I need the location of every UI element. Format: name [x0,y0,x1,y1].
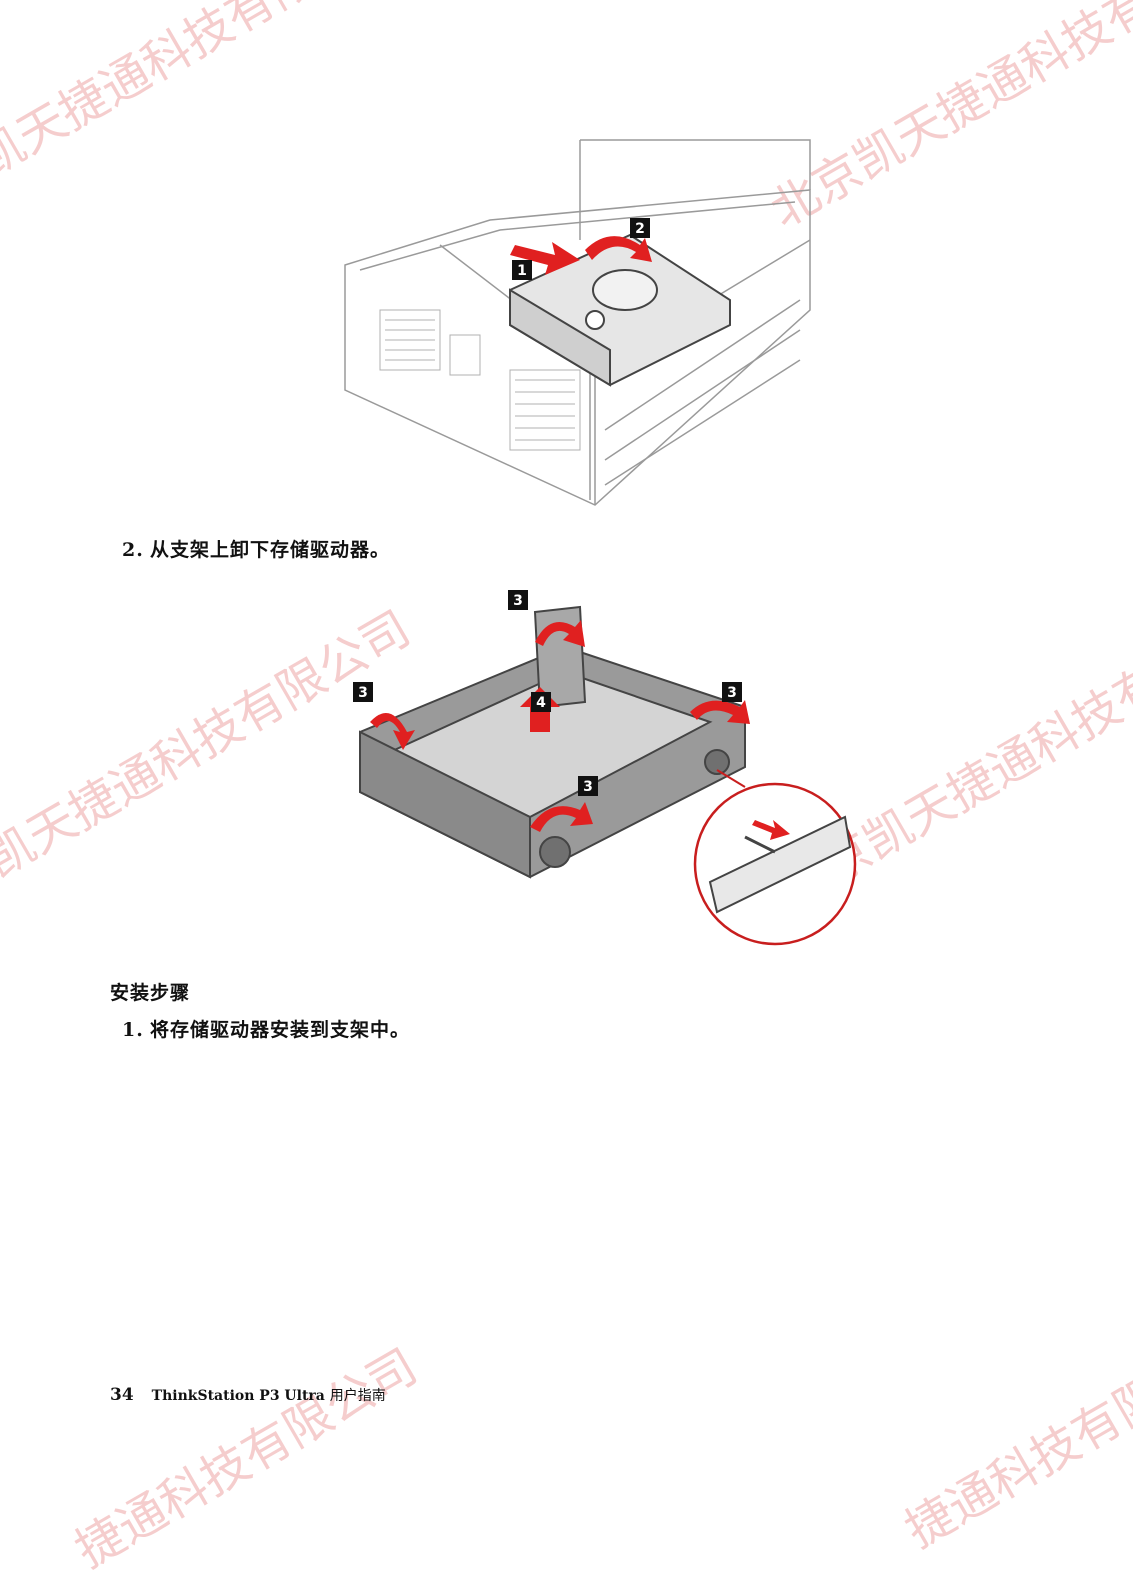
step-item: 1. 将存储驱动器安装到支架中。 [122,1015,410,1042]
callout-label: 1 [517,263,527,279]
callout-label: 3 [727,685,737,701]
step-item: 2. 从支架上卸下存储驱动器。 [122,535,390,562]
callout-label: 4 [536,695,546,711]
page-footer: 34 ThinkStation P3 Ultra 用户指南 [110,1385,386,1405]
callout-label: 3 [358,685,368,701]
step-text: 从支架上卸下存储驱动器。 [150,539,391,561]
watermark: 捷通科技有限公司 [66,1338,427,1579]
document-title-suffix: 用户指南 [329,1388,386,1404]
step-text: 将存储驱动器安装到支架中。 [150,1019,411,1041]
page-number: 34 [110,1385,134,1405]
section-heading: 安装步骤 [110,982,191,1004]
figure-bracket-removal: 1 2 [340,130,820,510]
figure-drive-removal: 3 3 4 3 3 [345,582,865,952]
callout-label: 2 [635,221,645,237]
watermark: 捷通科技有限 [896,1366,1133,1559]
document-title: ThinkStation P3 Ultra [151,1388,325,1404]
step-number: 1. [122,1019,144,1041]
step-number: 2. [122,539,144,561]
callout-label: 3 [513,593,523,609]
callout-label: 3 [583,779,593,795]
